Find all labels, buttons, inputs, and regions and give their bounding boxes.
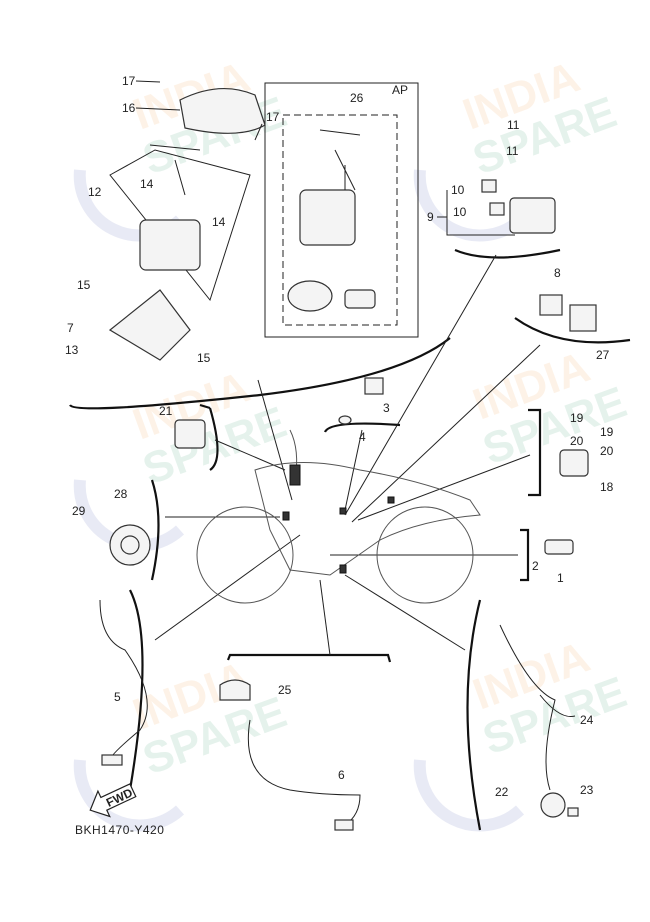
- callout-20: 20: [600, 444, 614, 458]
- callouts: 17 16 17 26 AP 11 11 10 10 9 12 14 14 15…: [65, 74, 614, 799]
- group-brackets: [69, 248, 631, 831]
- callout-22: 22: [495, 785, 509, 799]
- callout-8: 8: [554, 266, 561, 280]
- callout-29: 29: [72, 504, 86, 518]
- callout-17: 17: [266, 110, 280, 124]
- callout-21: 21: [159, 404, 173, 418]
- callout-2: 2: [532, 559, 539, 573]
- callout-9: 9: [427, 210, 434, 224]
- callout-26: 26: [350, 91, 364, 105]
- watermark: INDIA SPARE INDIA SPARE INDIA SPARE INDI…: [73, 52, 633, 832]
- callout-15: 15: [197, 351, 211, 365]
- callout-14: 14: [212, 215, 226, 229]
- callout-16: 16: [122, 101, 136, 115]
- callout-3: 3: [383, 401, 390, 415]
- main-switch-group: [108, 87, 266, 361]
- callout-25: 25: [278, 683, 292, 697]
- callout-17: 17: [122, 74, 136, 88]
- diagram-code: BKH1470-Y420: [75, 823, 164, 837]
- leader-lines: [154, 254, 541, 656]
- callout-6: 6: [338, 768, 345, 782]
- callout-7: 7: [67, 321, 74, 335]
- fwd-label: FWD: [104, 785, 135, 809]
- callout-19: 19: [570, 411, 584, 425]
- callout-11: 11: [506, 144, 519, 158]
- callout-14: 14: [140, 177, 154, 191]
- callout-23: 23: [580, 783, 594, 797]
- callout-11: 11: [507, 118, 520, 132]
- callout-20: 20: [570, 434, 584, 448]
- callout-28: 28: [114, 487, 128, 501]
- callout-18: 18: [600, 480, 614, 494]
- part-shapes: [99, 179, 597, 831]
- callout-19: 19: [600, 425, 614, 439]
- motorcycle-outline: [196, 429, 481, 604]
- callout-13: 13: [65, 343, 79, 357]
- ap-assembly-box: [264, 82, 419, 338]
- callout-10: 10: [451, 183, 465, 197]
- assembly-label-ap: AP: [392, 83, 408, 97]
- callout-12: 12: [88, 185, 102, 199]
- callout-27: 27: [596, 348, 610, 362]
- callout-24: 24: [580, 713, 594, 727]
- callout-4: 4: [359, 430, 366, 444]
- callout-5: 5: [114, 690, 121, 704]
- callout-1: 1: [557, 571, 564, 585]
- callout-10: 10: [453, 205, 467, 219]
- callout-15: 15: [77, 278, 91, 292]
